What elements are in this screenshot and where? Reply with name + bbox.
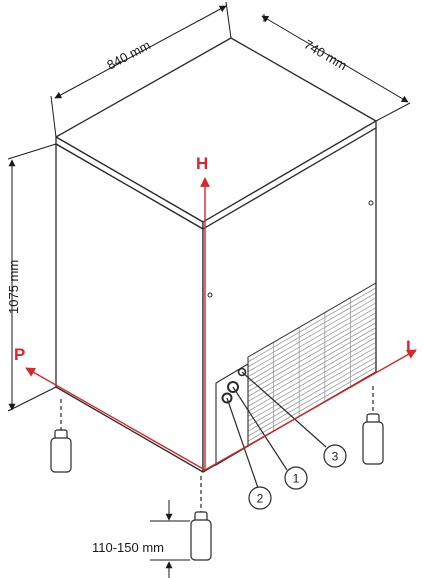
axes [25,177,417,471]
grille-slat [247,317,377,392]
grille-slat [247,351,377,427]
grille-slat [247,322,377,397]
callout-2-label: 2 [257,492,264,506]
dim-depth-line [261,15,409,103]
grille-slat [247,302,377,378]
dimension-lines [7,1,411,578]
axis-l-label: L [406,337,416,356]
grille-slat [247,356,377,432]
callout-2-circle [248,486,272,510]
grille-slat [247,332,377,407]
axis-h-label: H [196,154,208,173]
foot-front [190,476,212,561]
dim-width-line [54,5,227,99]
dim-depth-label: 740 mm [302,37,350,73]
callout-1-circle [284,466,308,490]
grille-slat [247,297,377,373]
grille-slat [247,341,377,417]
grille-slat [247,361,377,437]
grille-slat [247,337,377,412]
grille-slat [247,327,377,402]
foot-right [362,386,384,465]
feet [50,386,384,561]
dim-height-label: 1075 mm [6,260,21,314]
ventilation-grille [247,287,377,442]
grille-slat [247,366,377,442]
callout-3-circle [323,444,347,468]
screw-hole-left [207,292,213,298]
callout-leaders [226,371,327,489]
grille-slat [247,287,377,363]
grille-slat [247,346,377,422]
axis-p-label: P [14,345,25,364]
callout-3-label: 3 [332,450,339,464]
dim-feet-label: 110-150 mm [92,540,164,555]
callouts: 1 2 3 [248,444,347,510]
callout-1-label: 1 [293,472,300,486]
grille-slat [247,307,377,383]
axis-p-line [25,367,206,471]
grille-slat [247,292,377,368]
dim-width-label: 840 mm [104,37,153,72]
foot-left [50,399,72,473]
screw-hole-right [368,200,374,206]
axis-l-line [204,349,417,471]
grille-slat [247,312,377,388]
